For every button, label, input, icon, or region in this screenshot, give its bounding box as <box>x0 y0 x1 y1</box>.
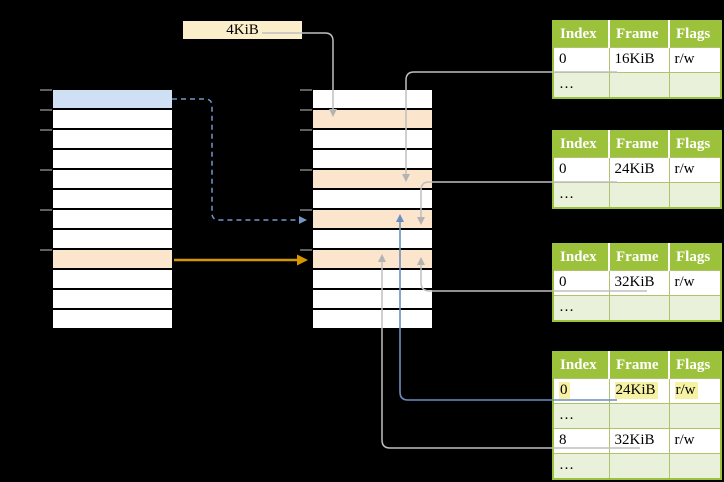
memory-cell-orange <box>53 250 172 270</box>
memory-cell-white <box>313 270 432 290</box>
cell-flags <box>668 295 722 322</box>
memory-cell-white <box>53 130 172 150</box>
memory-cell-white <box>53 210 172 230</box>
memory-cell-white <box>313 310 432 330</box>
page-table-d: Index Frame Flags 0 24KiB r/w … 8 32KiB … <box>552 351 722 480</box>
virtual-memory-column <box>53 90 172 330</box>
memory-cell-white <box>53 230 172 250</box>
memory-cell-white <box>53 170 172 190</box>
memory-cell-orange <box>313 250 432 270</box>
arrow-virtual-page-to-frame-dashed <box>172 98 307 224</box>
cell-frame: 16KiB <box>608 47 670 73</box>
table-row: 8 32KiB r/w <box>552 428 722 454</box>
header-index: Index <box>553 352 610 379</box>
cell-flags: r/w <box>668 47 722 73</box>
cell-frame <box>608 182 670 209</box>
header-frame: Frame <box>609 131 670 158</box>
memory-cell-white <box>313 230 432 250</box>
table-row-ellipsis: … <box>552 182 722 209</box>
memory-cell-white <box>313 130 432 150</box>
page-table-a: Index Frame Flags 0 16KiB r/w … <box>552 20 722 99</box>
memory-cell-white <box>53 150 172 170</box>
memory-cell-white <box>313 150 432 170</box>
header-flags: Flags <box>669 244 721 271</box>
memory-cell-white <box>53 270 172 290</box>
header-index: Index <box>553 131 610 158</box>
cell-frame <box>608 72 670 99</box>
memory-cell-white <box>53 310 172 330</box>
cell-frame: 24KiB <box>608 378 670 404</box>
highlight-mark: 24KiB <box>614 382 658 399</box>
table-header-row: Index Frame Flags <box>553 352 721 379</box>
page-size-box: 4KiB <box>183 21 302 39</box>
memory-cell-orange <box>313 110 432 130</box>
table-row-ellipsis: … <box>552 453 722 480</box>
cell-frame: 24KiB <box>608 157 670 183</box>
header-index: Index <box>553 21 610 48</box>
memory-cell-white <box>53 190 172 210</box>
table-header-row: Index Frame Flags <box>553 21 721 48</box>
table-row-ellipsis: … <box>552 295 722 322</box>
page-size-label: 4KiB <box>226 22 259 38</box>
cell-index: … <box>552 403 610 429</box>
memory-cell-orange <box>313 210 432 230</box>
memory-cell-orange <box>313 170 432 190</box>
cell-index: 0 <box>552 378 610 404</box>
table-header-row: Index Frame Flags <box>553 131 721 158</box>
header-frame: Frame <box>609 244 670 271</box>
cell-flags <box>668 72 722 99</box>
memory-cell-blue <box>53 90 172 110</box>
cell-flags: r/w <box>668 270 722 296</box>
cell-index: 0 <box>552 47 610 73</box>
header-frame: Frame <box>609 352 670 379</box>
header-frame: Frame <box>609 21 670 48</box>
left-column-ticks <box>40 89 52 251</box>
cell-flags: r/w <box>668 157 722 183</box>
table-row-ellipsis: … <box>552 72 722 99</box>
highlight-mark: 0 <box>559 382 570 399</box>
table-row: 0 32KiB r/w <box>552 270 722 296</box>
cell-index: 0 <box>552 270 610 296</box>
cell-flags: r/w <box>668 428 722 454</box>
physical-memory-column <box>313 90 432 330</box>
highlight-mark: r/w <box>674 382 698 399</box>
memory-cell-white <box>53 290 172 310</box>
cell-index: … <box>552 182 610 209</box>
cell-index: … <box>552 72 610 99</box>
cell-flags <box>668 403 722 429</box>
cell-flags <box>668 182 722 209</box>
cell-frame <box>608 403 670 429</box>
memory-cell-white <box>313 190 432 210</box>
middle-column-ticks <box>300 89 312 251</box>
header-flags: Flags <box>669 352 721 379</box>
cell-flags <box>668 453 722 480</box>
header-index: Index <box>553 244 610 271</box>
cell-frame <box>608 453 670 480</box>
cell-index: … <box>552 295 610 322</box>
table-header-row: Index Frame Flags <box>553 244 721 271</box>
header-flags: Flags <box>669 21 721 48</box>
cell-frame: 32KiB <box>608 428 670 454</box>
memory-cell-white <box>313 90 432 110</box>
page-table-c: Index Frame Flags 0 32KiB r/w … <box>552 243 722 322</box>
table-row-highlighted: 0 24KiB r/w <box>552 378 722 404</box>
memory-cell-white <box>53 110 172 130</box>
cell-index: … <box>552 453 610 480</box>
cell-frame <box>608 295 670 322</box>
table-row: 0 24KiB r/w <box>552 157 722 183</box>
cell-flags: r/w <box>668 378 722 404</box>
table-row: 0 16KiB r/w <box>552 47 722 73</box>
header-flags: Flags <box>669 131 721 158</box>
page-table-b: Index Frame Flags 0 24KiB r/w … <box>552 130 722 209</box>
cell-index: 0 <box>552 157 610 183</box>
table-row-ellipsis: … <box>552 403 722 429</box>
memory-cell-white <box>313 290 432 310</box>
cell-frame: 32KiB <box>608 270 670 296</box>
cell-index: 8 <box>552 428 610 454</box>
